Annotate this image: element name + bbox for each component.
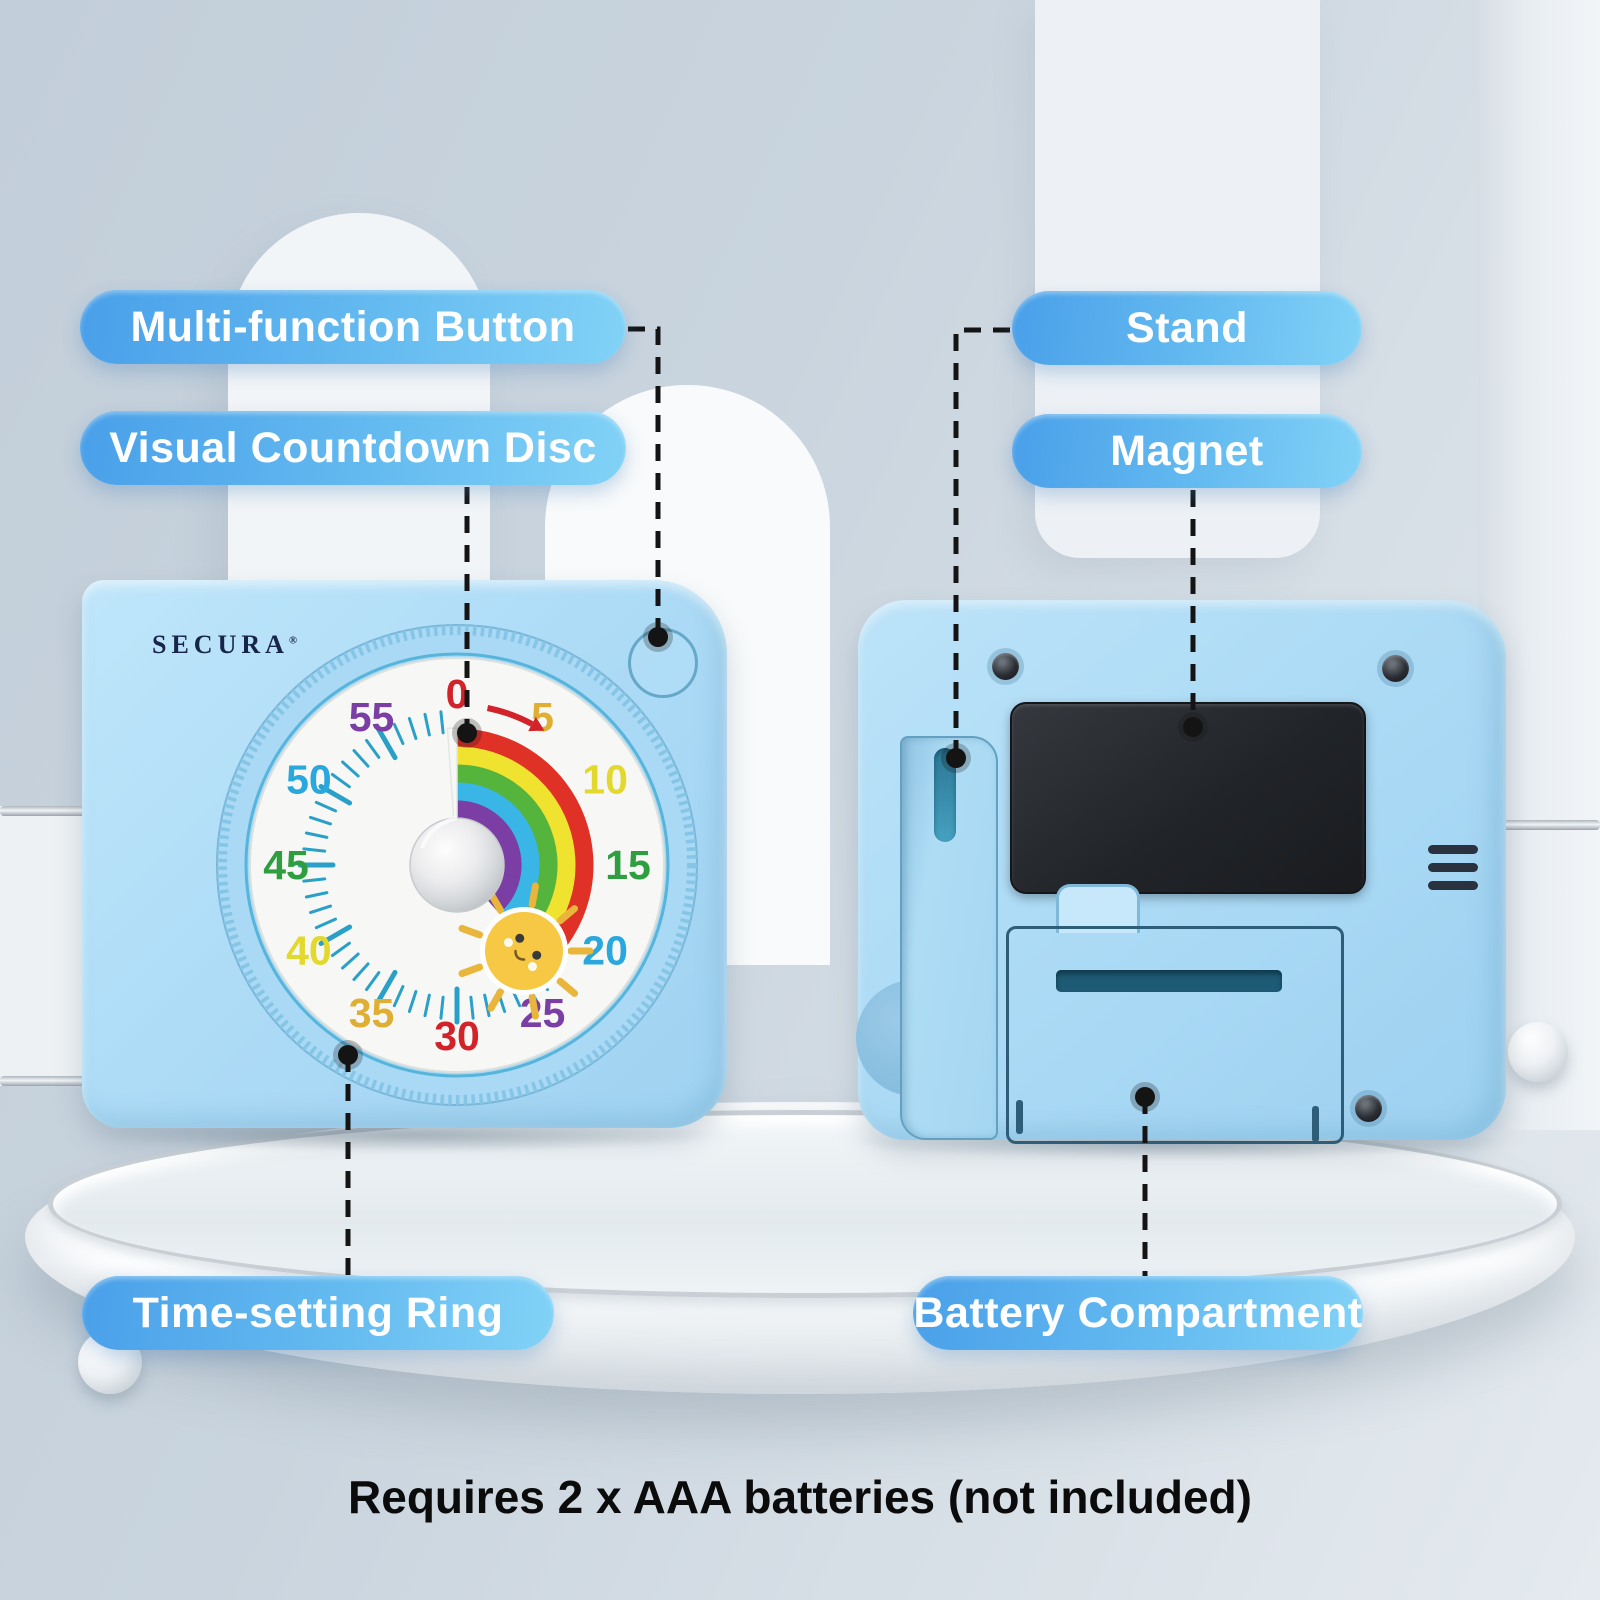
svg-text:40: 40 <box>286 928 332 974</box>
callout-label: Visual Countdown Disc <box>109 423 597 472</box>
speaker-grille-icon <box>1428 845 1478 854</box>
battery-compartment-door[interactable] <box>1006 926 1344 1144</box>
magnet <box>1010 702 1366 894</box>
callout-label: Magnet <box>1110 426 1264 475</box>
background-wall-panel-left <box>0 806 86 1086</box>
svg-text:15: 15 <box>605 842 651 888</box>
wall-trim-line <box>1478 820 1600 830</box>
callout-label: Battery Compartment <box>913 1288 1363 1337</box>
registered-mark: ® <box>288 634 298 647</box>
svg-text:25: 25 <box>520 990 566 1036</box>
callout-time-setting-ring: Time-setting Ring <box>82 1276 554 1350</box>
screw-icon <box>1355 1095 1382 1122</box>
svg-text:0: 0 <box>446 671 469 717</box>
speaker-grille-icon <box>1428 863 1478 872</box>
svg-text:5: 5 <box>531 694 554 740</box>
battery-door-grip-slot <box>1056 970 1282 992</box>
svg-text:10: 10 <box>582 757 628 803</box>
wall-trim-line <box>0 1076 86 1086</box>
callout-battery-compartment: Battery Compartment <box>913 1276 1363 1350</box>
svg-text:35: 35 <box>349 990 395 1036</box>
battery-door-tab <box>1056 884 1140 933</box>
callout-visual-countdown-disc: Visual Countdown Disc <box>80 411 626 485</box>
battery-door-notch <box>1312 1106 1319 1142</box>
stand-slot <box>934 748 956 842</box>
callout-label: Time-setting Ring <box>132 1288 504 1337</box>
screw-icon <box>992 653 1019 680</box>
callout-stand: Stand <box>1012 291 1362 365</box>
brand-logo: SECURA® <box>152 630 298 659</box>
callout-multi-function-button: Multi-function Button <box>80 290 626 364</box>
speaker-grille-icon <box>1428 881 1478 890</box>
callout-magnet: Magnet <box>1012 414 1362 488</box>
callout-label: Stand <box>1126 303 1248 352</box>
callout-label: Multi-function Button <box>130 302 576 351</box>
svg-text:50: 50 <box>286 757 332 803</box>
wall-trim-line <box>0 806 86 816</box>
svg-text:55: 55 <box>349 694 395 740</box>
battery-door-notch <box>1016 1100 1023 1134</box>
battery-requirement-caption: Requires 2 x AAA batteries (not included… <box>348 1471 1252 1523</box>
fold-out-stand[interactable] <box>900 736 998 1140</box>
svg-text:45: 45 <box>263 842 309 888</box>
screw-icon <box>1382 655 1409 682</box>
decor-sphere <box>1508 1022 1568 1082</box>
svg-text:30: 30 <box>434 1013 480 1059</box>
